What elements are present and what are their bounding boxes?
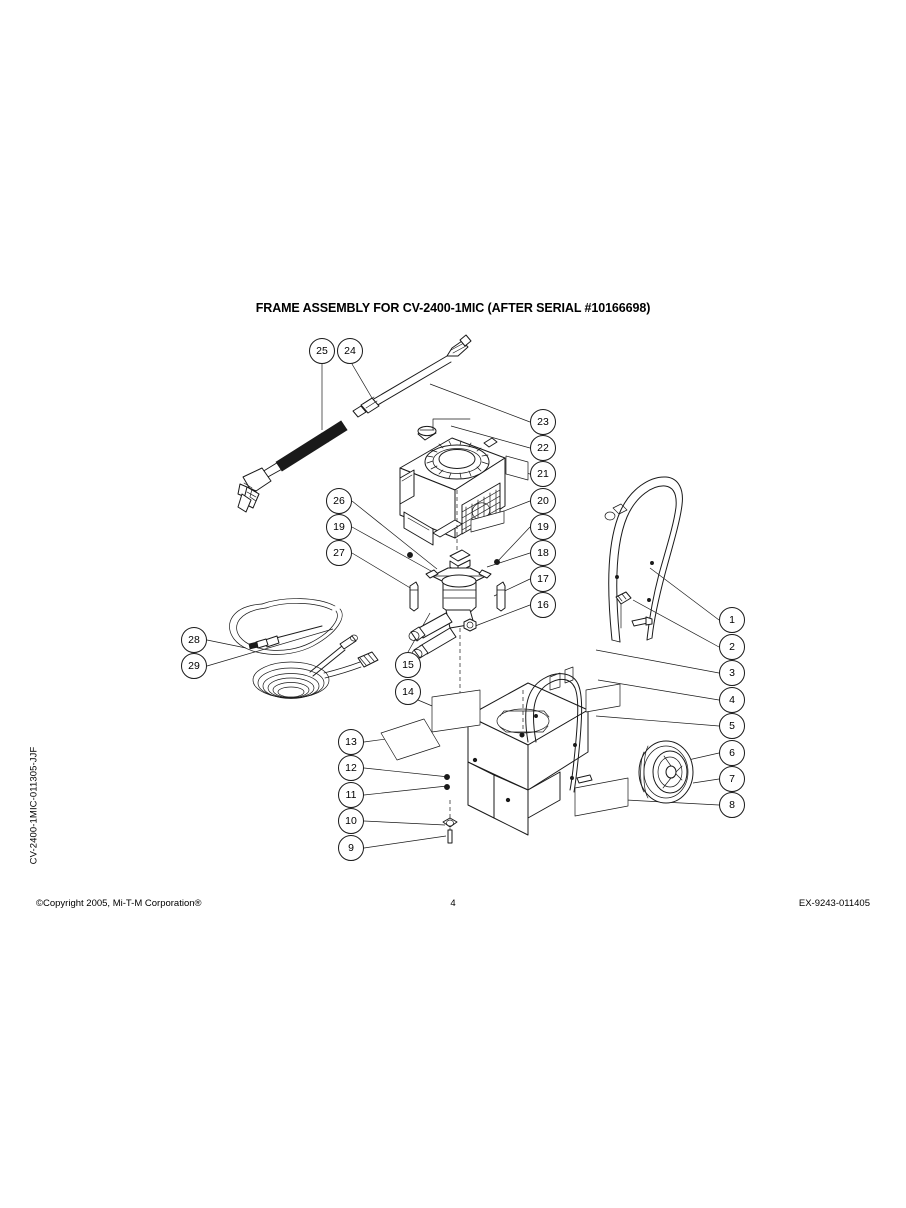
handle-assembly [525,476,683,817]
leader-lines [206,363,720,849]
wheel-assembly [638,740,694,804]
callout-balloon-3[interactable]: 3 [719,660,745,686]
callout-balloon-28[interactable]: 28 [181,627,207,653]
callout-balloon-11[interactable]: 11 [338,782,364,808]
callout-balloon-15[interactable]: 15 [395,652,421,678]
callout-balloon-20[interactable]: 20 [530,488,556,514]
callout-balloon-25[interactable]: 25 [309,338,335,364]
callout-balloon-10[interactable]: 10 [338,808,364,834]
page-title: FRAME ASSEMBLY FOR CV-2400-1MIC (AFTER S… [255,301,651,315]
callout-balloon-1[interactable]: 1 [719,607,745,633]
callout-balloon-27[interactable]: 27 [326,540,352,566]
callout-balloon-17[interactable]: 17 [530,566,556,592]
callout-balloon-18[interactable]: 18 [530,540,556,566]
callout-balloon-2[interactable]: 2 [719,634,745,660]
callout-balloon-21[interactable]: 21 [530,461,556,487]
callout-balloon-6[interactable]: 6 [719,740,745,766]
callout-balloon-26[interactable]: 26 [326,488,352,514]
spray-gun-assembly [237,334,472,513]
callout-balloon-24[interactable]: 24 [337,338,363,364]
callout-balloon-7[interactable]: 7 [719,766,745,792]
callout-balloon-19b[interactable]: 19 [326,514,352,540]
engine-assembly [399,418,529,546]
pump-assembly [407,490,506,700]
document-code: EX-9243-011405 [798,898,870,909]
callout-balloon-4[interactable]: 4 [719,687,745,713]
frame-base [380,682,589,844]
callout-balloon-14[interactable]: 14 [395,679,421,705]
callout-balloon-16[interactable]: 16 [530,592,556,618]
copyright-text: ©Copyright 2005, Mi-T-M Corporation® [36,898,202,909]
callout-balloon-22[interactable]: 22 [530,435,556,461]
callout-balloon-23[interactable]: 23 [530,409,556,435]
callout-balloon-29[interactable]: 29 [181,653,207,679]
callout-balloon-19[interactable]: 19 [530,514,556,540]
hose-assembly [229,598,379,699]
callout-balloon-12[interactable]: 12 [338,755,364,781]
callout-balloon-8[interactable]: 8 [719,792,745,818]
callout-balloon-9[interactable]: 9 [338,835,364,861]
page-footer: ©Copyright 2005, Mi-T-M Corporation® 4 E… [36,898,870,912]
callout-balloon-5[interactable]: 5 [719,713,745,739]
page-number: 4 [450,898,456,909]
callout-balloon-13[interactable]: 13 [338,729,364,755]
